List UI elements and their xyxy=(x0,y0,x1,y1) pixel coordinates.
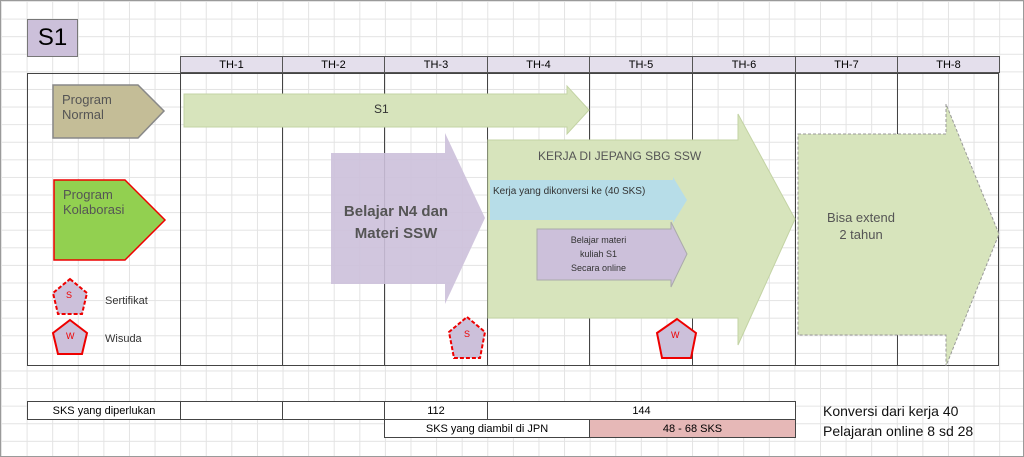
w-marker-letter: W xyxy=(671,330,680,340)
sertifikat-legend-icon xyxy=(51,277,89,315)
page-title: S1 xyxy=(27,19,78,57)
label-line: Belajar N4 dan xyxy=(343,203,449,220)
online-arrow xyxy=(536,221,688,288)
wisuda-label: Wisuda xyxy=(105,333,142,345)
label-line: 2 tahun xyxy=(839,227,883,242)
label-line: Secara online xyxy=(570,263,627,273)
timeline-frame xyxy=(27,73,999,366)
sks-range-cell: 48 - 68 SKS xyxy=(589,419,796,438)
wisuda-legend-icon xyxy=(51,318,89,355)
year-header: TH-5 xyxy=(589,56,692,73)
year-header: TH-2 xyxy=(282,56,384,73)
konversi-arrow xyxy=(490,177,687,223)
empty-cell xyxy=(180,401,283,420)
label-line: Bisa extend xyxy=(827,210,895,225)
sertifikat-label: Sertifikat xyxy=(105,295,148,307)
year-header: TH-7 xyxy=(795,56,897,73)
belajar-arrow xyxy=(331,133,485,304)
note-konversi: Konversi dari kerja 40 xyxy=(823,403,959,419)
year-divider xyxy=(180,73,181,366)
label-line: Kolaborasi xyxy=(63,202,125,217)
s1-arrow-label: S1 xyxy=(374,102,389,116)
label-line: Program xyxy=(63,187,113,202)
year-divider xyxy=(795,73,796,366)
sks-112-cell: 112 xyxy=(384,401,488,420)
kerja-label: KERJA DI JEPANG SBG SSW xyxy=(538,149,702,163)
label-line: Materi SSW xyxy=(354,225,438,242)
label-line: Belajar materi xyxy=(570,235,627,245)
sks-jpn-label: SKS yang diambil di JPN xyxy=(384,419,590,438)
label-line: Program xyxy=(62,92,112,107)
extend-label: Bisa extend 2 tahun xyxy=(811,209,911,243)
year-header: TH-6 xyxy=(692,56,795,73)
w-letter: W xyxy=(66,331,75,341)
s-letter: S xyxy=(66,290,73,300)
s1-arrow xyxy=(183,84,590,136)
empty-cell xyxy=(282,401,385,420)
sks-144-cell: 144 xyxy=(487,401,796,420)
wisuda-marker-icon xyxy=(655,317,698,359)
online-label: Belajar materi kuliah S1 Secara online xyxy=(546,233,651,275)
extend-arrow xyxy=(797,103,1000,367)
label-line: Normal xyxy=(62,107,104,122)
program-normal-shape xyxy=(52,84,166,139)
year-header: TH-8 xyxy=(897,56,1000,73)
sks-required-label: SKS yang diperlukan xyxy=(27,401,181,420)
note-online: Pelajaran online 8 sd 28 xyxy=(823,423,974,439)
konversi-label: Kerja yang dikonversi ke (40 SKS) xyxy=(493,186,646,197)
sertifikat-marker-icon xyxy=(447,315,487,359)
s-marker-letter: S xyxy=(464,329,471,339)
year-header: TH-3 xyxy=(384,56,487,73)
label-line: kuliah S1 xyxy=(579,249,618,259)
year-header: TH-1 xyxy=(180,56,282,73)
year-header: TH-4 xyxy=(487,56,589,73)
program-kolaborasi-shape xyxy=(53,179,167,261)
year-divider xyxy=(282,73,283,366)
